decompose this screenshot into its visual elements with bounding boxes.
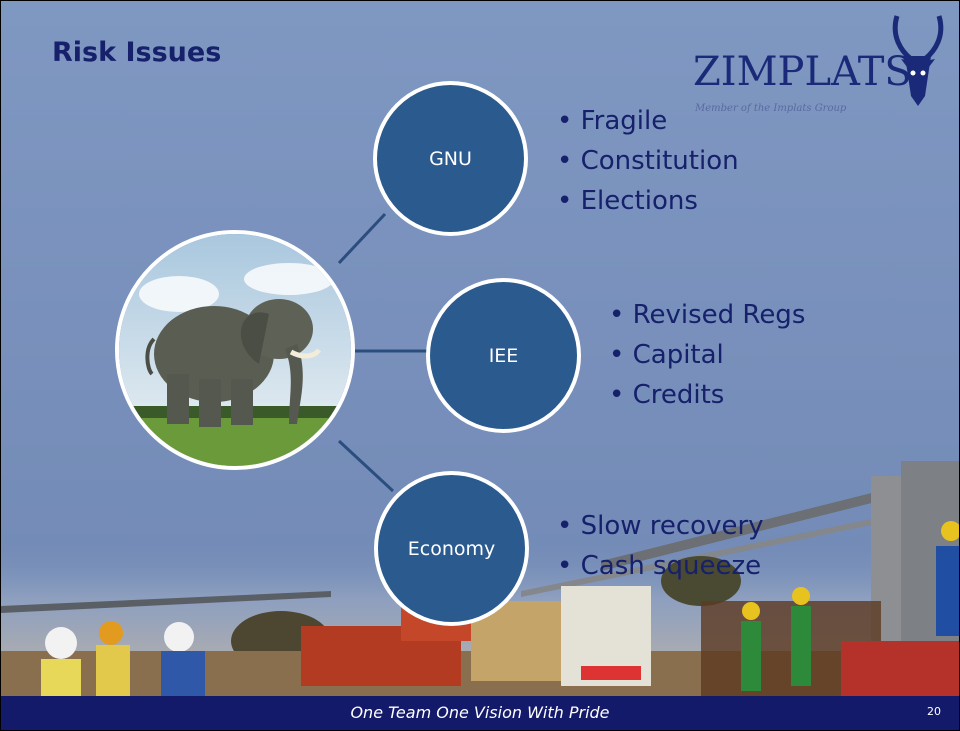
logo-tagline: Member of the Implats Group [695, 103, 847, 114]
node-gnu-label: GNU [429, 147, 472, 170]
iee-bullets: • Revised Regs • Capital • Credits [609, 295, 805, 415]
node-iee-label: IEE [488, 344, 519, 367]
economy-bullets: • Slow recovery • Cash squeeze [557, 506, 764, 586]
page-number: 20 [927, 705, 941, 718]
bullet-item: • Revised Regs [609, 300, 806, 330]
node-economy: Economy [374, 471, 529, 626]
node-iee: IEE [426, 278, 581, 433]
bullet-item: • Credits [609, 380, 725, 410]
bullet-item: • Constitution [557, 146, 739, 176]
bullet-item: • Cash squeeze [557, 551, 762, 581]
footer-motto: One Team One Vision With Pride [350, 703, 610, 722]
gnu-bullets: • Fragile • Constitution • Elections [557, 101, 739, 221]
bullet-item: • Capital [609, 340, 724, 370]
footer-bar: One Team One Vision With Pride 20 [1, 696, 959, 730]
bullet-item: • Elections [557, 186, 698, 216]
zimplats-logo: ZIMPLATS Member of the Implats Group [691, 11, 951, 121]
logo-wordmark: ZIMPLATS [693, 49, 912, 95]
bullet-item: • Fragile [557, 106, 668, 136]
slide-title: Risk Issues [52, 37, 222, 68]
node-gnu: GNU [373, 81, 528, 236]
bullet-item: • Slow recovery [557, 511, 764, 541]
antelope-head-icon [892, 15, 944, 106]
node-economy-label: Economy [407, 537, 496, 560]
elephant-photo [115, 230, 355, 470]
